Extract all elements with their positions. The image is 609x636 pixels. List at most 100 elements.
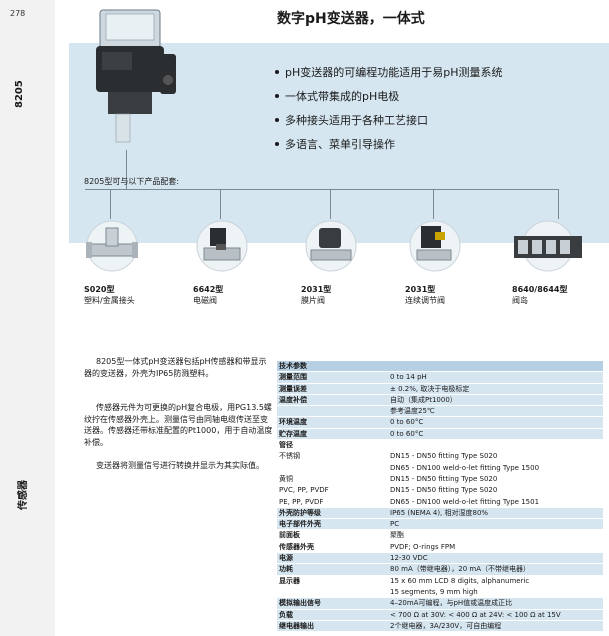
spec-key: 电源 (277, 552, 384, 564)
spec-key: PE, PP, PVDF (277, 495, 384, 508)
spec-key: 传感器外壳 (277, 540, 384, 553)
spec-value: 0 to 60°C (384, 427, 603, 440)
feature-bullet: 多语言、菜单引导操作 (275, 136, 395, 152)
solenoid-valve-icon (196, 220, 248, 272)
spec-value: 2个继电器，3A/230V，可自由编程 (384, 619, 603, 632)
feature-bullet: 多种接头适用于各种工艺接口 (275, 112, 428, 128)
spec-row: DN65 - DN100 weld-o-let fitting Type 150… (277, 461, 603, 474)
spec-key: 黄铜 (277, 472, 384, 485)
spec-row: 参考温度25℃ (277, 405, 603, 417)
spec-key (277, 461, 384, 474)
spec-value: DN65 - DN100 weld-o-let fitting Type 150… (384, 495, 603, 508)
spec-key: 模拟输出信号 (277, 597, 384, 610)
spec-row: 测量误差± 0.2%, 取决于电极标定 (277, 382, 603, 395)
spec-value: 0 to 14 pH (384, 371, 603, 384)
spec-key: 温度补偿 (277, 393, 384, 406)
connector-line (330, 189, 331, 219)
spec-value: 80 mA（带继电器），20 mA（不带继电器） (384, 563, 603, 576)
sidebar-product-code: 8205 (14, 80, 25, 108)
sidebar-category: 传感器 (18, 480, 29, 510)
spec-key: 环境温度 (277, 416, 384, 429)
description-paragraph: 变送器将测量信号进行转换并显示为其实际值。 (96, 461, 264, 470)
spec-key: 不锈钢 (277, 450, 384, 463)
spec-value: ± 0.2%, 取决于电极标定 (384, 382, 603, 395)
spec-key: 技术参数 (277, 361, 384, 372)
product-name: 连续调节阀 (405, 296, 445, 305)
spec-key: 电子部件外壳 (277, 518, 384, 530)
spec-key: 管径 (277, 439, 384, 451)
spec-key: 测量范围 (277, 371, 384, 384)
bullet-dot-icon (275, 94, 279, 98)
spec-value: 参考温度25℃ (384, 405, 603, 417)
connector-line (558, 189, 559, 219)
spec-value: PC (384, 518, 603, 530)
diaphragm-valve-icon (305, 220, 357, 272)
spec-key: PVC, PP, PVDF (277, 484, 384, 497)
spec-row: 15 segments, 9 mm high (277, 585, 603, 598)
spec-row: 负载< 700 Ω at 30V: < 400 Ω at 24V: < 100 … (277, 608, 603, 621)
spec-key (277, 405, 384, 417)
spec-value: PVDF; O-rings FPM (384, 540, 603, 553)
spec-value: 15 segments, 9 mm high (384, 585, 603, 598)
bullet-dot-icon (275, 118, 279, 122)
sidebar (0, 0, 55, 636)
spec-key (277, 585, 384, 598)
spec-value: 自动（集成Pt1000） (384, 393, 603, 406)
connector-line (220, 189, 221, 219)
spec-value (384, 361, 603, 372)
spec-key: 贮存温度 (277, 427, 384, 440)
product-code: 6642型 (193, 285, 224, 294)
spec-row: 管径 (277, 439, 603, 451)
spec-row: 温度补偿自动（集成Pt1000） (277, 393, 603, 406)
bullet-dot-icon (275, 142, 279, 146)
page-number: 278 (10, 9, 26, 18)
compatibility-label: 8205型可与以下产品配套: (84, 177, 180, 186)
control-valve-icon (409, 220, 461, 272)
product-name: 膜片阀 (301, 296, 325, 305)
valve-island-icon (514, 220, 582, 272)
spec-value: IP65 (NEMA 4), 相对湿度80% (384, 506, 603, 519)
spec-value: 12-30 VDC (384, 552, 603, 564)
product-code: 2031型 (405, 285, 436, 294)
spec-row: 前面板聚酯 (277, 529, 603, 542)
product-code: 8640/8644型 (512, 285, 568, 294)
connector-line (126, 150, 127, 190)
product-name: 电磁阀 (193, 296, 217, 305)
spec-key: 外壳防护等级 (277, 506, 384, 519)
description-paragraph: 传感器元件为可更换的pH复合电极，用PG13.5螺纹拧在传感器外壳上。测量信号由… (84, 403, 273, 447)
spec-row: 技术参数 (277, 361, 603, 372)
spec-value: 4–20mA可编程，与pH值或温度成正比 (384, 597, 603, 610)
spec-key: 测量误差 (277, 382, 384, 395)
feature-bullet: pH变送器的可编程功能适用于易pH测量系统 (275, 64, 503, 80)
tee-fitting-icon (86, 220, 138, 272)
connector-line (85, 189, 559, 190)
product-name: 塑料/金属接头 (84, 296, 135, 305)
spec-value: 15 x 60 mm LCD 8 digits, alphanumeric (384, 574, 603, 587)
page-title: 数字pH变送器，一体式 (277, 11, 425, 27)
connector-line (433, 189, 434, 219)
spec-value: < 700 Ω at 30V: < 400 Ω at 24V: < 100 Ω … (384, 608, 603, 621)
spec-key: 前面板 (277, 529, 384, 542)
feature-bullet: 一体式带集成的pH电极 (275, 88, 399, 104)
spec-value (384, 439, 603, 451)
spec-value: 聚酯 (384, 529, 603, 542)
description-paragraph: 8205型一体式pH变送器包括pH传感器和带显示器的变送器，外壳为IP65防溅塑… (84, 357, 267, 378)
spec-key: 继电器输出 (277, 619, 384, 632)
product-name: 阀岛 (512, 296, 528, 305)
spec-value: DN15 - DN50 fitting Type S020 (384, 472, 603, 485)
